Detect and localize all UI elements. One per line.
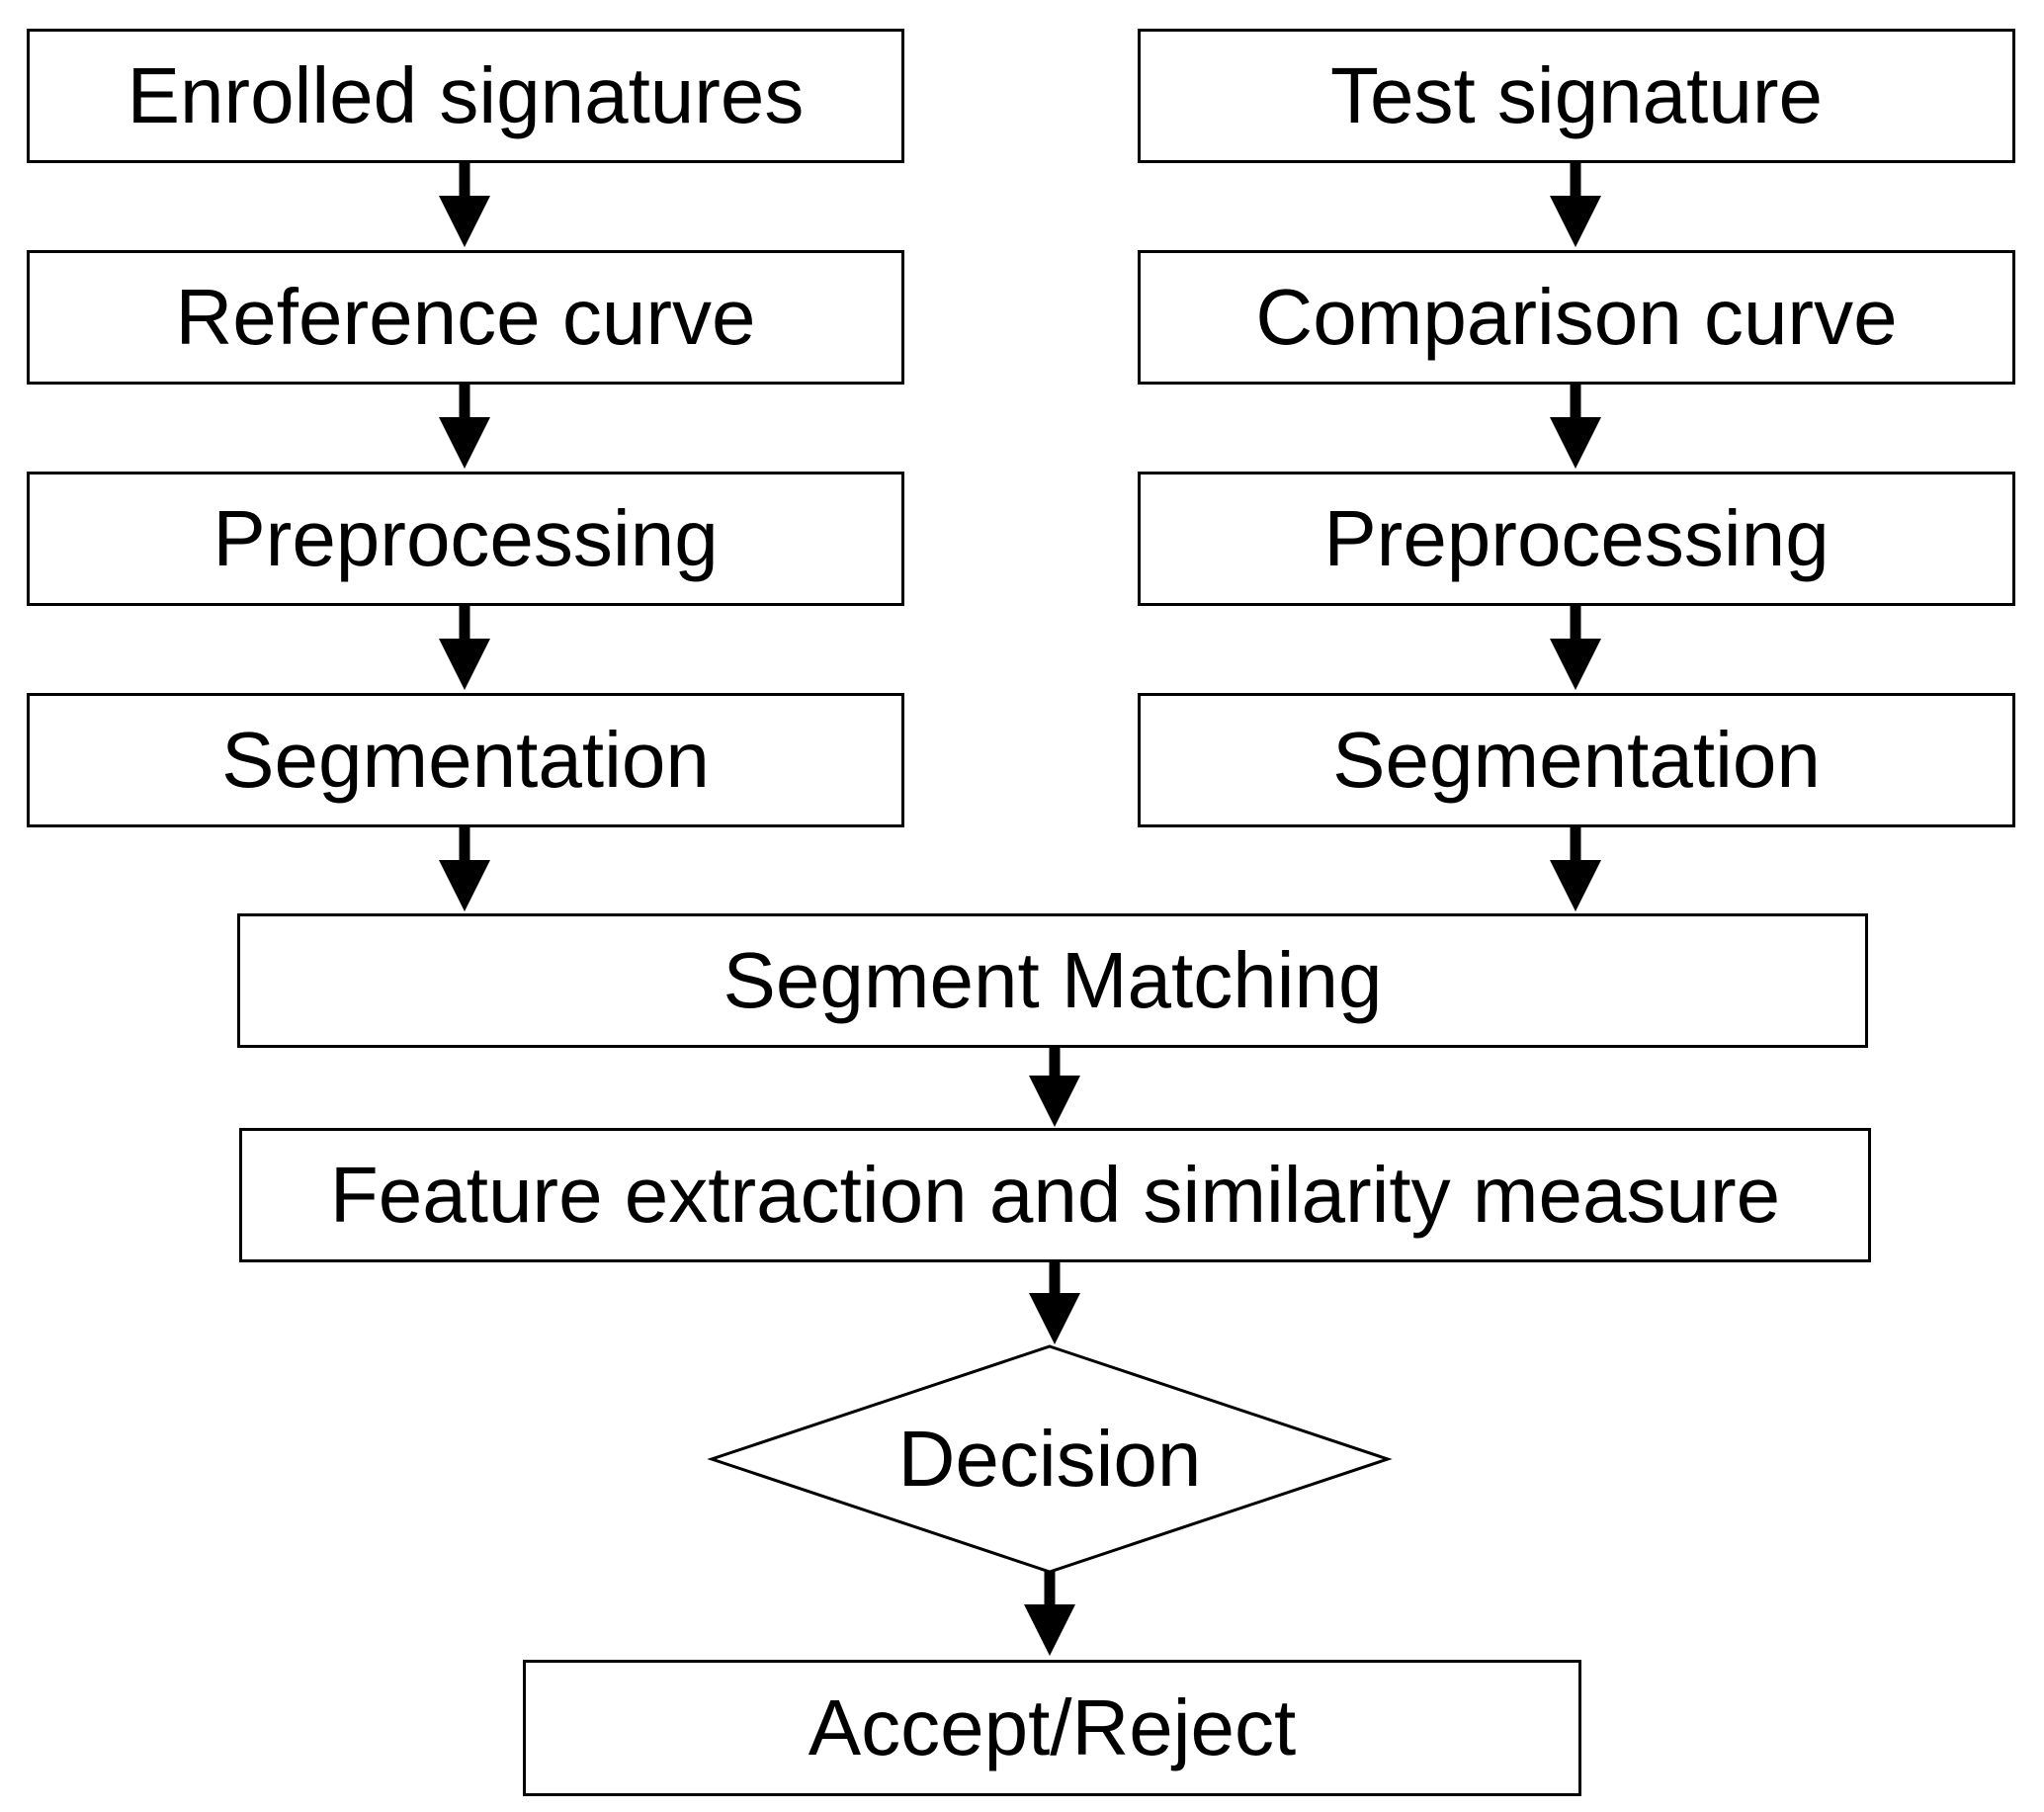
arrow-preprocessing-to-segmentation-left: [439, 606, 490, 690]
segment-matching-label: Segment Matching: [723, 936, 1383, 1024]
segmentation-left-box: Segmentation: [27, 693, 904, 827]
preprocessing-left-box: Preprocessing: [27, 472, 904, 606]
feature-extraction-box: Feature extraction and similarity measur…: [239, 1128, 1871, 1262]
enrolled-signatures-box: Enrolled signatures: [27, 29, 904, 163]
arrow-reference-to-preprocessing-left: [439, 385, 490, 469]
arrow-decision-to-outcome: [1024, 1570, 1075, 1656]
reference-curve-label: Reference curve: [175, 273, 756, 361]
decision-label: Decision: [897, 1415, 1202, 1503]
feature-extraction-label: Feature extraction and similarity measur…: [329, 1151, 1781, 1239]
test-signature-label: Test signature: [1329, 51, 1824, 139]
preprocessing-left-label: Preprocessing: [213, 494, 719, 582]
decision-label-wrap: Decision: [810, 1400, 1289, 1518]
comparison-curve-label: Comparison curve: [1255, 273, 1898, 361]
accept-reject-box: Accept/Reject: [523, 1660, 1581, 1796]
segment-matching-box: Segment Matching: [237, 913, 1868, 1048]
arrow-preprocessing-to-segmentation-right: [1550, 606, 1601, 690]
preprocessing-right-label: Preprocessing: [1323, 494, 1830, 582]
reference-curve-box: Reference curve: [27, 250, 904, 385]
arrow-segmentation-left-to-matching: [439, 827, 490, 911]
arrow-segmentation-right-to-matching: [1550, 827, 1601, 911]
preprocessing-right-box: Preprocessing: [1138, 472, 2015, 606]
comparison-curve-box: Comparison curve: [1138, 250, 2015, 385]
segmentation-left-label: Segmentation: [221, 716, 710, 804]
arrow-enrolled-to-reference: [439, 163, 490, 247]
arrow-comparison-to-preprocessing-right: [1550, 385, 1601, 469]
decision-diamond: [707, 1344, 1393, 1574]
accept-reject-label: Accept/Reject: [808, 1683, 1297, 1771]
segmentation-right-label: Segmentation: [1332, 716, 1821, 804]
arrow-test-to-comparison: [1550, 163, 1601, 247]
arrow-matching-to-feature: [1029, 1046, 1080, 1127]
segmentation-right-box: Segmentation: [1138, 693, 2015, 827]
enrolled-signatures-label: Enrolled signatures: [127, 51, 805, 139]
test-signature-box: Test signature: [1138, 29, 2015, 163]
arrow-feature-to-decision: [1029, 1260, 1080, 1344]
